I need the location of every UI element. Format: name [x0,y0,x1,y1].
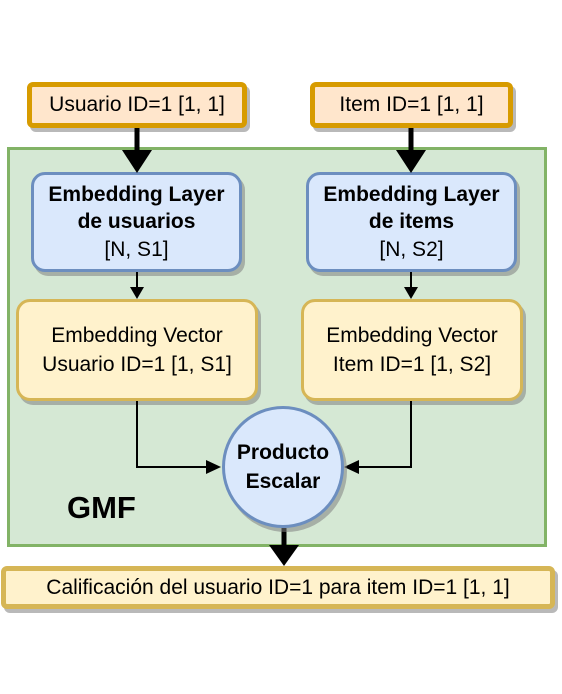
item-embedding-layer-title-2: de items [368,210,455,234]
dot-product-node: Producto Escalar [222,406,344,528]
item-embedding-layer-shape: [N, S2] [379,237,444,261]
arrowhead-dot-output [269,545,299,566]
dot-product-line1: Producto [236,440,330,464]
user-embedding-layer-node: Embedding Layer de usuarios [N, S1] [31,172,242,272]
user-embedding-layer-shape: [N, S1] [104,237,169,261]
item-embedding-vector-line2: Item ID=1 [1, S2] [332,353,492,376]
item-embedding-vector-node: Embedding Vector Item ID=1 [1, S2] [301,299,523,401]
user-id-input-label: Usuario ID=1 [1, 1] [49,93,225,117]
user-embedding-vector-node: Embedding Vector Usuario ID=1 [1, S1] [16,299,258,401]
rating-output-label: Calificación del usuario ID=1 para item … [46,575,510,599]
rating-output-node: Calificación del usuario ID=1 para item … [1,566,555,609]
dot-product-line2: Escalar [245,470,321,493]
item-id-input-node: Item ID=1 [1, 1] [310,82,513,128]
arrowhead-item-vector [344,460,359,474]
edge-user-vector-to-dot [136,401,210,468]
user-embedding-vector-line1: Embedding Vector [51,323,223,347]
arrowhead-item-layer [404,287,418,299]
item-embedding-layer-node: Embedding Layer de items [N, S2] [306,172,517,272]
gmf-label: GMF [67,490,136,525]
user-embedding-layer-title-1: Embedding Layer [48,183,225,207]
item-embedding-vector-line1: Embedding Vector [326,323,498,347]
arrowhead-user-input [122,150,152,173]
user-embedding-layer-title-2: de usuarios [77,210,196,234]
arrowhead-user-layer [130,287,144,299]
item-embedding-layer-title-1: Embedding Layer [323,183,500,207]
user-embedding-vector-line2: Usuario ID=1 [1, S1] [42,353,232,376]
item-id-input-label: Item ID=1 [1, 1] [339,93,484,117]
user-id-input-node: Usuario ID=1 [1, 1] [27,82,247,128]
arrowhead-user-vector [206,460,221,474]
edge-item-vector-to-dot [355,401,412,468]
arrowhead-item-input [396,150,426,173]
